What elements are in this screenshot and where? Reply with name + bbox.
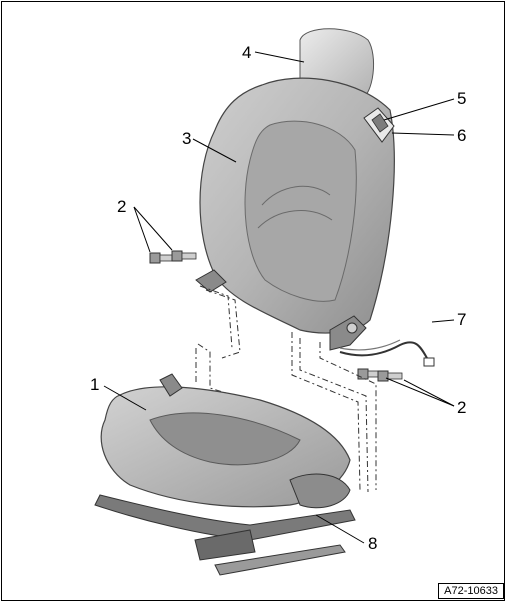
bolts-upper	[149, 250, 197, 264]
alignment-lines	[195, 285, 377, 493]
figure-reference: A72-10633	[438, 583, 504, 599]
callout-2-lower: 2	[457, 398, 467, 417]
wiring-harness	[339, 339, 435, 367]
seat-frame-rails	[94, 473, 356, 576]
callout-3: 3	[182, 129, 192, 148]
callout-6: 6	[457, 126, 467, 145]
callout-1: 1	[90, 375, 100, 394]
callout-2-upper: 2	[117, 197, 127, 216]
leader-lines	[103, 51, 455, 544]
callout-5: 5	[457, 89, 467, 108]
callout-4: 4	[242, 43, 252, 62]
backrest-bracket-right	[329, 315, 367, 351]
side-trim-panel	[363, 107, 395, 143]
seat-cushion	[100, 373, 351, 508]
callout-8: 8	[368, 534, 378, 553]
bolts-lower	[357, 368, 403, 382]
callout-7: 7	[457, 310, 467, 329]
seat-backrest	[199, 77, 395, 334]
